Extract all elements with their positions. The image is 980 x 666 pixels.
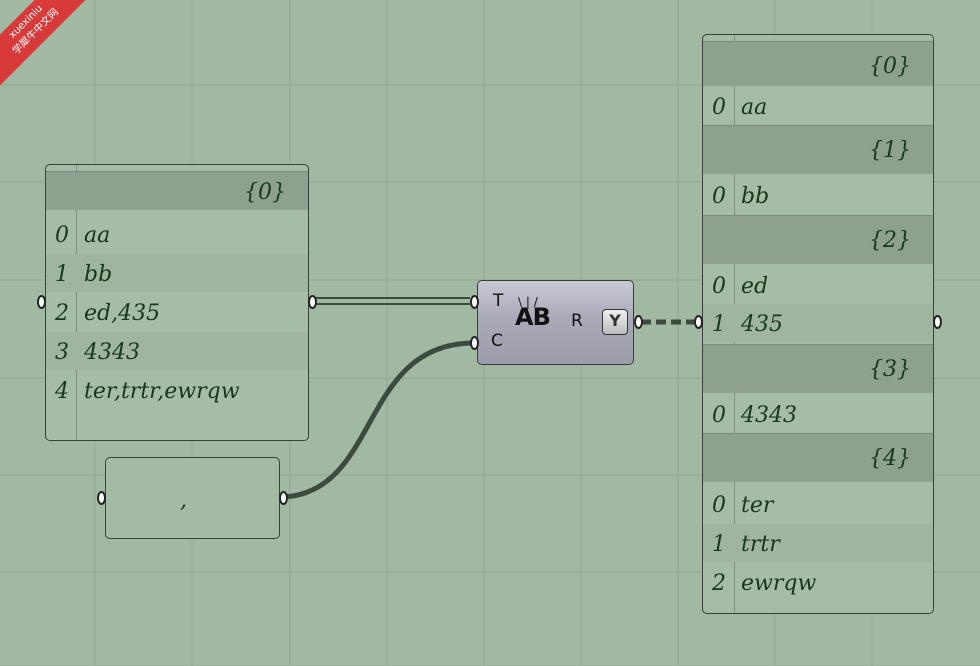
- separator-panel[interactable]: ,: [105, 457, 280, 539]
- panel-branch-header: {2}: [703, 215, 933, 264]
- input-list-panel[interactable]: {0} 0 aa 1 bb 2 ed,435 3 4343 4 ter,trtr…: [45, 164, 309, 441]
- input-T-label: T: [493, 291, 504, 311]
- item-index: 0: [55, 223, 69, 248]
- component-input-C-port[interactable]: [470, 336, 479, 350]
- item-value: ed,435: [84, 301, 161, 326]
- component-output-R-port[interactable]: [634, 315, 643, 329]
- item-index: 2: [55, 301, 69, 326]
- item-value: ter,trtr,ewrqw: [84, 379, 240, 404]
- split-text-icon: AB: [515, 303, 551, 331]
- branch-path: {1}: [869, 138, 911, 163]
- item-value: ed: [741, 274, 769, 299]
- spark-marks: \ | /: [518, 295, 538, 309]
- item-value: 435: [741, 312, 783, 337]
- item-value: ewrqw: [741, 571, 817, 596]
- item-index: 1: [55, 262, 69, 287]
- item-index: 0: [712, 184, 726, 209]
- item-value: trtr: [741, 532, 780, 557]
- list-item: 1 trtr: [703, 524, 933, 562]
- list-item: 0 aa: [46, 215, 308, 253]
- split-text-component[interactable]: T C \ | / AB R Y: [477, 280, 634, 365]
- branch-path: {3}: [869, 357, 911, 382]
- list-item: 2 ed,435: [46, 293, 308, 331]
- list-item: 0 ed: [703, 266, 933, 304]
- branch-path: {4}: [869, 446, 911, 471]
- item-value: 4343: [84, 340, 140, 365]
- panel-branch-header: {0}: [46, 171, 308, 210]
- panel-branch-header: {1}: [703, 125, 933, 174]
- item-index: 0: [712, 274, 726, 299]
- item-index: 1: [712, 312, 726, 337]
- item-index: 2: [712, 571, 726, 596]
- panel-branch-header: {3}: [703, 344, 933, 393]
- item-value: bb: [84, 262, 113, 287]
- graft-icon[interactable]: Y: [602, 309, 628, 335]
- input-panel-out-port[interactable]: [308, 295, 317, 309]
- separator-out-port[interactable]: [279, 491, 288, 505]
- item-index: 0: [712, 403, 726, 428]
- index-gutter-line: [76, 165, 77, 440]
- list-item: 1 435: [703, 304, 933, 342]
- branch-path: {2}: [869, 228, 911, 253]
- panel-branch-header: {4}: [703, 433, 933, 482]
- output-panel-out-port[interactable]: [933, 315, 942, 329]
- wire-separator-to-C: [284, 340, 473, 500]
- item-index: 0: [712, 493, 726, 518]
- separator-in-port[interactable]: [97, 491, 106, 505]
- item-index: 3: [55, 340, 69, 365]
- input-C-label: C: [491, 331, 503, 351]
- list-item: 3 4343: [46, 332, 308, 370]
- list-item: 4 ter,trtr,ewrqw: [46, 371, 308, 409]
- input-panel-in-port[interactable]: [37, 295, 46, 309]
- panel-branch-header: {0}: [703, 41, 933, 86]
- list-item: 2 ewrqw: [703, 563, 933, 601]
- list-item: 1 bb: [46, 254, 308, 292]
- output-panel-in-port[interactable]: [694, 315, 703, 329]
- component-input-T-port[interactable]: [470, 295, 479, 309]
- list-item: 0 aa: [703, 87, 933, 125]
- list-item: 0 bb: [703, 176, 933, 214]
- output-R-label: R: [571, 311, 583, 331]
- output-list-panel[interactable]: {0} 0 aa {1} 0 bb {2} 0 ed 1 435 {3} 0 4…: [702, 34, 934, 614]
- list-item: 0 ter: [703, 485, 933, 523]
- separator-row: ,: [106, 480, 279, 518]
- item-value: bb: [741, 184, 770, 209]
- list-item: 0 4343: [703, 395, 933, 433]
- item-index: 1: [712, 532, 726, 557]
- item-value: 4343: [741, 403, 797, 428]
- separator-value: ,: [180, 488, 187, 513]
- item-index: 4: [55, 379, 69, 404]
- item-value: ter: [741, 493, 774, 518]
- item-index: 0: [712, 95, 726, 120]
- branch-path: {0}: [869, 54, 911, 79]
- item-value: aa: [741, 95, 768, 120]
- branch-path: {0}: [244, 180, 286, 205]
- item-value: aa: [84, 223, 111, 248]
